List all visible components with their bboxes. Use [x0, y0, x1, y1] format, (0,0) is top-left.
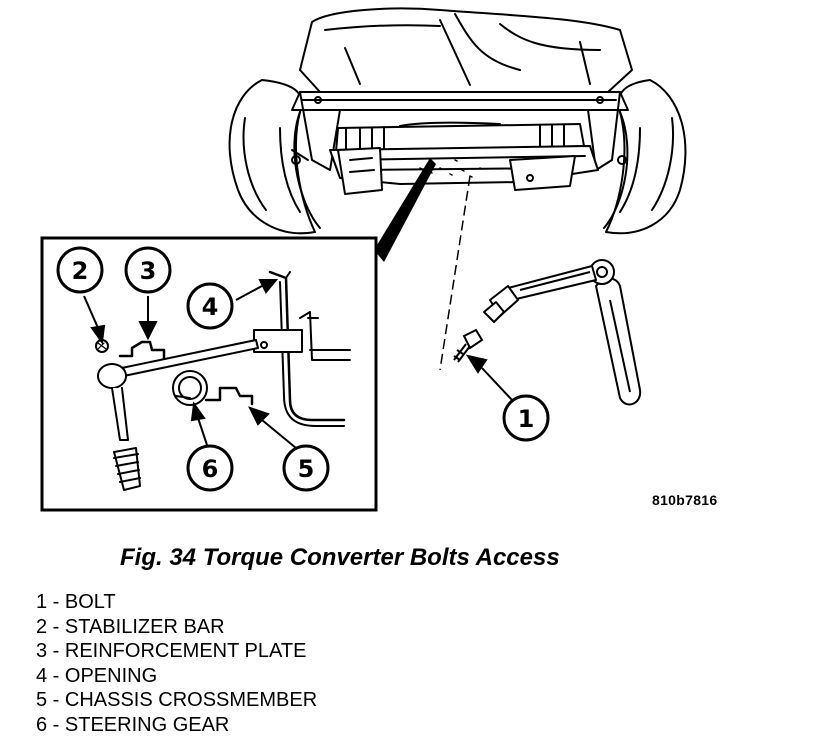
- legend-item: 5 - CHASSIS CROSSMEMBER: [36, 689, 318, 712]
- callout-4: 4: [186, 282, 234, 330]
- ratchet-wrench-illustration: [483, 259, 642, 406]
- legend-item: 3 - REINFORCEMENT PLATE: [36, 640, 307, 663]
- callout-1-label: 1: [518, 405, 535, 433]
- sight-line: [439, 175, 471, 371]
- legend-item: 4 - OPENING: [36, 664, 158, 687]
- vehicle-underside-illustration: [228, 7, 687, 235]
- figure-caption: Fig. 34 Torque Converter Bolts Access: [120, 544, 560, 571]
- callout-3: 3: [124, 246, 172, 294]
- inset-detail-illustration: [95, 270, 351, 491]
- callout-3-label: 3: [140, 257, 157, 285]
- legend-list: 1 - BOLT 2 - STABILIZER BAR 3 - REINFORC…: [36, 590, 317, 738]
- callout-2: 2: [56, 246, 104, 294]
- figure-code: 810b7816: [652, 492, 718, 508]
- torque-converter-diagram: 1 2 3 4 5 6: [40, 7, 687, 512]
- bolt-illustration: [453, 328, 484, 363]
- detail-leader-wedge: [374, 158, 436, 262]
- callout-6-label: 6: [202, 455, 219, 483]
- callout-1: 1: [502, 394, 550, 442]
- callout-5-label: 5: [298, 455, 315, 483]
- callout-pointers: [83, 279, 513, 449]
- callout-4-label: 4: [202, 293, 219, 321]
- callout-6: 6: [186, 444, 234, 492]
- callout-2-label: 2: [72, 257, 89, 285]
- legend-item: 6 - STEERING GEAR: [36, 713, 230, 736]
- callout-5: 5: [282, 444, 330, 492]
- legend-item: 1 - BOLT: [36, 591, 116, 613]
- legend-item: 2 - STABILIZER BAR: [36, 615, 225, 638]
